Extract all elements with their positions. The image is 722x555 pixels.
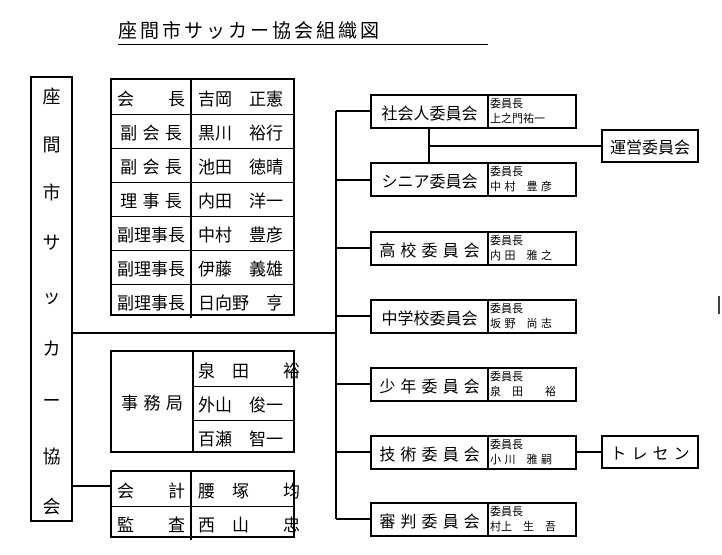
chair-name: 村上 生 吾 xyxy=(490,520,556,533)
page-title: 座間市サッカー協会組織図 xyxy=(118,16,488,45)
committee-box: 審 判 委 員 会 委員長 村上 生 吾 xyxy=(370,502,577,537)
officer-name: 吉岡 正憲 xyxy=(198,89,283,110)
officer-name: 内田 洋一 xyxy=(198,192,283,212)
chair-title: 委員長 xyxy=(490,438,523,451)
committee-name: 少 年 委 員 会 xyxy=(372,369,489,400)
officer-row: 副理事長 伊藤 義雄 xyxy=(112,250,293,284)
officer-name: 池田 徳晴 xyxy=(198,158,283,178)
chair-name: 中 村 豊 彦 xyxy=(490,180,552,193)
committee-name: 技 術 委 員 会 xyxy=(372,437,489,468)
org-name-char: ー xyxy=(42,391,61,412)
org-name-char: 間 xyxy=(42,135,61,156)
audit-row: 監 査 西 山 忠 xyxy=(112,506,300,540)
officer-row: 会 長 吉岡 正憲 xyxy=(112,80,293,114)
officer-name: 黒川 裕行 xyxy=(198,124,283,144)
secretariat-table: 事 務 局 泉 田 裕 外山 俊一 百瀬 智一 xyxy=(110,350,300,454)
org-name-char: カ xyxy=(42,339,61,360)
chair-name: 上之門祐一 xyxy=(490,112,545,125)
committee-box: 高 校 委 員 会 委員長 内 田 雅 之 xyxy=(370,231,577,266)
chair-title: 委員長 xyxy=(490,302,523,315)
officer-row: 副 会 長 池田 徳晴 xyxy=(112,148,293,182)
chair-name: 小 川 雅 嗣 xyxy=(490,453,552,466)
org-name-char: サ xyxy=(42,233,61,254)
officer-row: 副理事長 中村 豊彦 xyxy=(112,216,293,250)
org-name-char: 協 xyxy=(42,447,61,468)
officer-role: 副理事長 xyxy=(112,251,192,284)
chair-name: 泉 田 裕 xyxy=(490,385,556,398)
officer-role: 副 会 長 xyxy=(112,115,192,148)
secretariat-member: 泉 田 裕 xyxy=(198,361,300,382)
audit-table: 会 計 腰 塚 均 監 査 西 山 忠 xyxy=(110,470,300,540)
org-name-char: 座 xyxy=(42,87,61,108)
officer-row: 副理事長 日向野 亨 xyxy=(112,284,293,318)
officer-role: 副 会 長 xyxy=(112,149,192,182)
audit-row: 会 計 腰 塚 均 xyxy=(112,472,300,506)
audit-name: 西 山 忠 xyxy=(198,516,300,536)
chair-name: 坂 野 尚 志 xyxy=(490,317,552,330)
officer-role: 会 長 xyxy=(112,80,192,114)
officer-row: 副 会 長 黒川 裕行 xyxy=(112,114,293,148)
officer-row: 理 事 長 内田 洋一 xyxy=(112,182,293,216)
officer-role: 理 事 長 xyxy=(112,183,192,216)
secretariat-label: 事 務 局 xyxy=(112,352,194,451)
organization-name-box: 座 間 市 サ ッ カ ー 協 会 xyxy=(30,76,73,522)
officer-name: 伊藤 義雄 xyxy=(198,260,283,280)
audit-role: 監 査 xyxy=(112,507,192,540)
chair-title: 委員長 xyxy=(490,165,523,178)
audit-role: 会 計 xyxy=(112,472,192,506)
training-center-box: ト レ セ ン xyxy=(601,435,699,469)
audit-name: 腰 塚 均 xyxy=(198,481,300,502)
officer-role: 副理事長 xyxy=(112,217,192,250)
org-name-char: 会 xyxy=(42,497,61,518)
chair-title: 委員長 xyxy=(490,97,523,110)
chair-title: 委員長 xyxy=(490,370,523,383)
committee-box: 中学校委員会 委員長 坂 野 尚 志 xyxy=(370,299,577,334)
chair-title: 委員長 xyxy=(490,234,523,247)
officer-name: 日向野 亨 xyxy=(198,294,283,314)
committee-box: 少 年 委 員 会 委員長 泉 田 裕 xyxy=(370,367,577,402)
committee-name: 社会人委員会 xyxy=(372,96,489,127)
officer-name: 中村 豊彦 xyxy=(198,226,283,246)
committee-name: 中学校委員会 xyxy=(372,301,489,332)
management-committee-box: 運営委員会 xyxy=(601,129,699,163)
committee-name: 審 判 委 員 会 xyxy=(372,504,489,535)
committee-name: 高 校 委 員 会 xyxy=(372,233,489,264)
org-name-char: 市 xyxy=(42,183,61,204)
officers-table: 会 長 吉岡 正憲 副 会 長 黒川 裕行 副 会 長 池田 徳晴 理 事 長 … xyxy=(110,78,295,318)
committee-box: 技 術 委 員 会 委員長 小 川 雅 嗣 xyxy=(370,435,577,470)
org-name-char: ッ xyxy=(42,287,61,308)
chair-name: 内 田 雅 之 xyxy=(490,249,552,262)
secretariat-member: 百瀬 智一 xyxy=(194,420,293,454)
chair-title: 委員長 xyxy=(490,505,523,518)
committee-name: シニア委員会 xyxy=(372,164,489,195)
officer-role: 副理事長 xyxy=(112,285,192,318)
secretariat-member: 外山 俊一 xyxy=(194,386,293,420)
committee-box: シニア委員会 委員長 中 村 豊 彦 xyxy=(370,162,577,197)
committee-box: 社会人委員会 委員長 上之門祐一 xyxy=(370,94,577,129)
